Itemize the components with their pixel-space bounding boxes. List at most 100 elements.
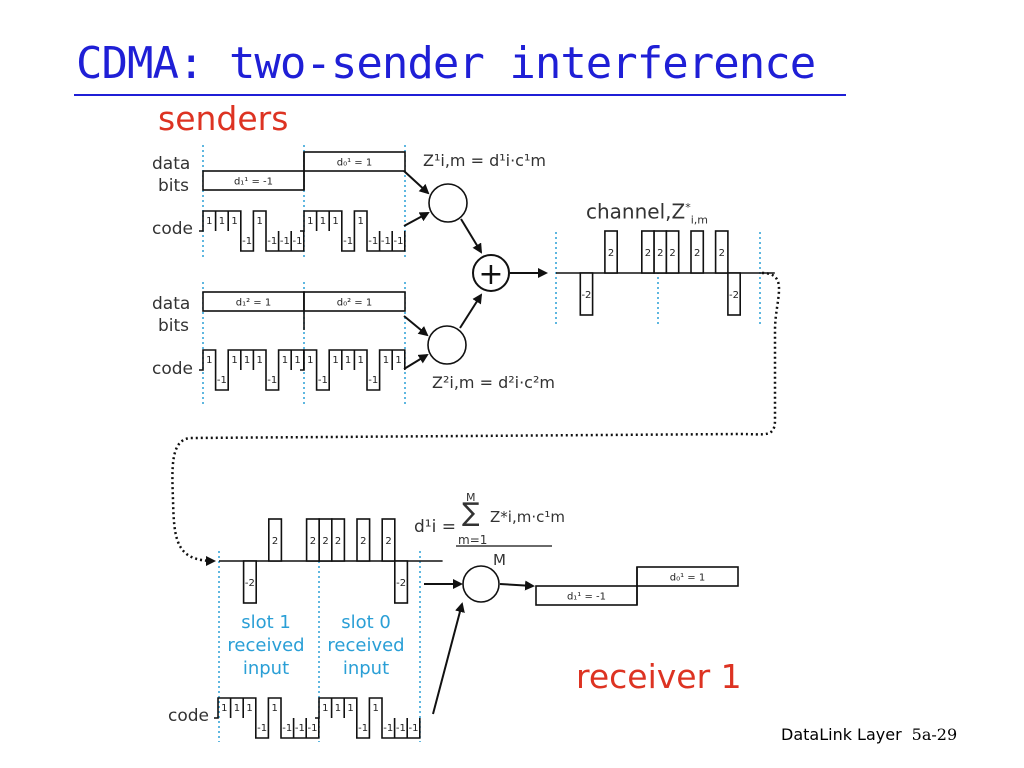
channel-pulse-label: 2 <box>669 248 675 259</box>
receiver-code-slot1-chip-label: 1 <box>234 703 240 714</box>
sender1-code-slot1-chip-label: 1 <box>231 216 237 227</box>
sum-symbol: ∑ <box>462 498 480 528</box>
receiver-code-slot1 <box>214 697 320 739</box>
s2-code-label: code <box>152 359 193 379</box>
receiver-code-slot0-chip-label: -1 <box>396 723 406 734</box>
sender2-code-slot1-chip-label: 1 <box>206 355 212 366</box>
received-pulse <box>393 560 409 604</box>
receiver-code-slot1-chip-label: -1 <box>257 723 267 734</box>
channel-pulse-label: 2 <box>657 248 663 259</box>
receiver-code-slot0-chip-label: 1 <box>322 703 328 714</box>
sender2-code-slot1-chip-label: 1 <box>294 355 300 366</box>
receiver-code-slot0-chip-label: 1 <box>335 703 341 714</box>
receiver-code-slot0-chip-label: -1 <box>358 723 368 734</box>
channel-pulse <box>690 230 705 274</box>
sender2-code-slot1-chip-label: -1 <box>267 375 277 386</box>
sender1-code-slot1 <box>199 210 305 252</box>
channel-pulse-label: 2 <box>608 248 614 259</box>
received-pulse <box>267 518 283 562</box>
sender2-bit-label: d₀² = 1 <box>337 298 372 309</box>
s2-data-label: data <box>152 294 191 314</box>
channel-pulse <box>604 230 619 274</box>
channel-pulse-label: -2 <box>581 290 591 301</box>
sender1-code-slot0-chip-label: 1 <box>332 216 338 227</box>
sender2-code-slot0-chip-label: 1 <box>307 355 313 366</box>
sum-upper-limit: M <box>466 491 476 504</box>
sender2-code-slot0-chip-label: 1 <box>383 355 389 366</box>
title-underline <box>74 94 846 96</box>
s1-bits-label: bits <box>158 176 190 196</box>
sender1-code-slot0 <box>300 210 406 252</box>
sender1-code-slot0-chip-label: -1 <box>394 236 404 247</box>
sender2-code-slot1-chip-label: 1 <box>231 355 237 366</box>
receiver-code-slot1-chip-label: -1 <box>308 723 318 734</box>
sender2-code-slot0-chip-label: 1 <box>395 355 401 366</box>
channel-pulse <box>727 272 742 316</box>
s1-bits-arrow <box>403 170 430 195</box>
sender1-code-slot1-chip-label: 1 <box>219 216 225 227</box>
sender1-code-slot1-chip-label: -1 <box>293 236 303 247</box>
rx-code-label: code <box>168 706 209 726</box>
sender1-code-slot1-chip-label: -1 <box>242 236 252 247</box>
sender1-code-slot0-chip-label: 1 <box>320 216 326 227</box>
receiver-code-slot1-chip-label: -1 <box>295 723 305 734</box>
received-pulse-label: -2 <box>245 578 255 589</box>
received-pulse <box>356 518 371 562</box>
sender1-bit-label: d₁¹ = -1 <box>234 177 273 188</box>
received-pulse-label: -2 <box>396 578 406 589</box>
channel-pulse-label: 2 <box>645 248 651 259</box>
sender2-code-slot1-chip-label: 1 <box>244 355 250 366</box>
plus-icon: + <box>478 257 503 292</box>
received-pulse-label: 2 <box>272 536 278 547</box>
rx-output-arrow <box>499 580 535 591</box>
receiver-multiplier-node <box>462 565 500 603</box>
sum-lower-limit: m=1 <box>458 533 488 547</box>
received-pulse-label: 2 <box>322 536 328 547</box>
s2-bits-arrow <box>403 315 429 337</box>
channel-to-receiver-path <box>171 271 781 563</box>
sum-term: Z*i,m·c¹m <box>490 508 565 526</box>
sender2-code-slot0-chip-label: 1 <box>345 355 351 366</box>
channel-pulse <box>665 230 680 274</box>
footer: DataLink Layer 5a-29 <box>781 725 957 744</box>
receiver-output-bit-label: d₁¹ = -1 <box>567 592 606 603</box>
sender1-code-slot0-chip-label: 1 <box>358 216 364 227</box>
sender1-equation: Z¹i,m = d¹i·c¹m <box>423 151 546 170</box>
receiver-code-slot1-chip-label: -1 <box>282 723 292 734</box>
footer-text: DataLink Layer <box>781 725 902 744</box>
s1-data-label: data <box>152 154 191 174</box>
received-pulse-label: 2 <box>310 536 316 547</box>
receiver-code-slot1-chip-label: 1 <box>272 703 278 714</box>
page-title: CDMA: two-sender interference <box>76 38 816 89</box>
channel-pulse-label: 2 <box>719 248 725 259</box>
received-pulse <box>330 518 346 562</box>
channel-pulse <box>714 230 729 274</box>
sender2-code-slot1 <box>199 349 305 391</box>
sender1-code-slot0-chip-label: 1 <box>307 216 313 227</box>
receiver-code-slot0-chip-label: 1 <box>347 703 353 714</box>
sender2-bit-label: d₁² = 1 <box>236 298 271 309</box>
sender2-code-slot1-chip-label: 1 <box>257 355 263 366</box>
receiver-eq-lhs: d¹i = <box>414 517 456 537</box>
senders-label: senders <box>158 99 289 138</box>
s1-to-adder-arrow <box>460 218 483 254</box>
receiver-output-bit-label: d₀¹ = 1 <box>670 573 705 584</box>
sender1-code-slot0-chip-label: -1 <box>343 236 353 247</box>
sender1-code-slot1-chip-label: 1 <box>206 216 212 227</box>
sender2-code-slot1-chip-label: 1 <box>282 355 288 366</box>
sender2-code-slot0-chip-label: 1 <box>332 355 338 366</box>
channel-pulse <box>579 272 594 316</box>
receiver-code-slot0-chip-label: -1 <box>409 723 419 734</box>
received-pulse-label: 2 <box>360 536 366 547</box>
sum-denominator: M <box>493 551 506 569</box>
channel-label: channel,Z*i,m <box>586 199 708 227</box>
received-pulse <box>242 560 258 604</box>
page-number: 5a-29 <box>911 725 958 744</box>
sender2-code-slot0-chip-label: -1 <box>368 375 378 386</box>
sender1-code-slot1-chip-label: -1 <box>280 236 290 247</box>
received-pulse <box>381 518 396 562</box>
s2-code-arrow <box>403 353 429 370</box>
sender2-equation: Z²i,m = d²i·c²m <box>432 373 555 392</box>
